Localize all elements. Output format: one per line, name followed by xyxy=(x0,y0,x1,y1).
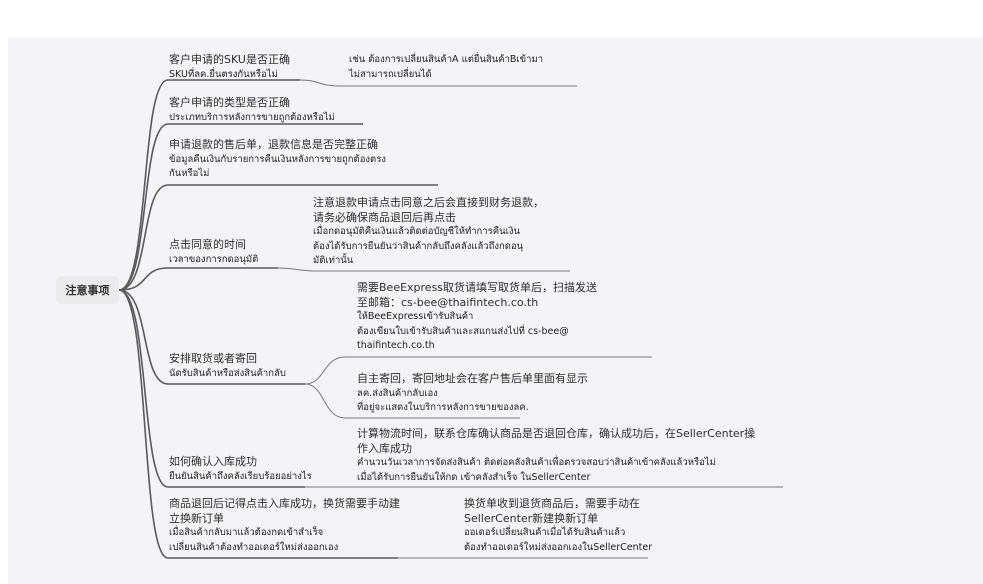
branch-connector xyxy=(118,289,398,559)
node-text-line: เมื่อกดอนุมัติคืนเงินแล้วติดต่อบัญชีให้ท… xyxy=(313,226,520,238)
child-node[interactable]: 自主寄回，寄回地址会在客户售后单里面有显示 ลค.ส่งสินค้ากลับเอง… xyxy=(357,372,588,416)
node-text-line: ให้BeeExpressเข้ารับสินค้า xyxy=(357,311,474,323)
node-text-line: เมื่อสินค้ากลับมาแล้วต้องกดเข้าสำเร็จ xyxy=(169,527,324,539)
node-text-line: 计算物流时间，联系仓库确认商品是否退回仓库，确认成功后，在SellerCente… xyxy=(357,427,756,440)
node-text-line: นัดรับสินค้าหรือส่งสินค้ากลับ xyxy=(169,367,286,379)
branch-connector xyxy=(118,123,363,291)
node-text-line: เช่น ต้องการเปลี่ยนสินค้าA แต่ยื่นสินค้า… xyxy=(349,54,544,65)
node-text-line: 点击同意的时间 xyxy=(169,238,246,251)
node-text-line: 注意退款申请点击同意之后会直接到财务退款， xyxy=(313,196,544,209)
node-text-line: ยืนยันสินค้าถึงคลังเรียบร้อยอย่างไร xyxy=(169,470,312,482)
node-text-line: 如何确认入库成功 xyxy=(169,455,257,468)
node-text-line: 申请退款的售后单，退款信息是否完整正确 xyxy=(169,138,378,151)
node-text-line: 客户申请的SKU是否正确 xyxy=(169,53,290,66)
child-connector xyxy=(304,383,520,419)
node-text-line: ประเภทบริการหลังการขายถูกต้องหรือไม่ xyxy=(169,111,335,123)
branch-node[interactable]: 点击同意的时间 เวลาของการกดอนุมัติ xyxy=(169,238,258,267)
branch-connector xyxy=(118,184,438,291)
branch-connector xyxy=(118,289,305,385)
node-text-line: เปลี่ยนสินค้าต้องทำออเดอร์ใหม่ส่งออกเอง xyxy=(169,541,339,553)
branch-node[interactable]: 如何确认入库成功 ยืนยันสินค้าถึงคลังเรียบร้อยอย่า… xyxy=(169,455,312,484)
child-connector xyxy=(299,79,577,87)
child-node[interactable]: เช่น ต้องการเปลี่ยนสินค้าA แต่ยื่นสินค้า… xyxy=(349,53,543,82)
branch-connector xyxy=(118,79,300,291)
node-text-line: SKUที่ลค.ยื่นตรงกันหรือไม่ xyxy=(169,68,278,80)
child-connector xyxy=(304,356,652,385)
node-text-line: ต้องทำออเดอร์ใหม่ส่งออกเองในSellerCenter xyxy=(464,541,653,553)
node-text-line: 商品退回后记得点击入库成功，换货需要手动建 xyxy=(169,497,400,510)
branch-node[interactable]: 客户申请的SKU是否正确 SKUที่ลค.ยื่นตรงกันหรือไม่ xyxy=(169,53,290,82)
node-text-line: 作入库成功 xyxy=(357,441,412,455)
node-text-line: 自主寄回，寄回地址会在客户售后单里面有显示 xyxy=(357,372,588,385)
branch-node[interactable]: 商品退回后记得点击入库成功，换货需要手动建立换新订单 เมื่อสินค้ากลั… xyxy=(169,497,400,555)
node-text-line: ข้อมูลคืนเงินกับรายการคืนเงินหลังการขายถ… xyxy=(169,153,386,165)
child-connector xyxy=(277,267,570,272)
node-text-line: เมื่อได้รับการยืนยันให้กด เข้าคลังสำเร็จ… xyxy=(357,471,591,483)
node-text-line: เวลาของการกดอนุมัติ xyxy=(169,253,259,265)
node-text-line: SellerCenter新建换新订单 xyxy=(464,511,599,525)
mindmap-canvas xyxy=(8,38,983,584)
node-text-line: 安排取货或者寄回 xyxy=(169,352,257,365)
branch-node[interactable]: 申请退款的售后单，退款信息是否完整正确 ข้อมูลคืนเงินกับรายกา… xyxy=(169,138,386,182)
node-text-line: 立换新订单 xyxy=(169,511,224,525)
node-text-line: คำนวนวันเวลาการจัดส่งสินค้า ติดต่อคลังสิ… xyxy=(357,457,716,469)
node-text-line: ไม่สามารถเปลี่ยนได้ xyxy=(349,68,432,80)
node-text-line: thaifintech.co.th xyxy=(357,340,435,352)
node-text-line: ที่อยู่จะแสดงในบริการหลังการขายของลค. xyxy=(357,402,529,414)
node-text-line: มัติเท่านั้น xyxy=(313,255,354,267)
branch-connector xyxy=(118,289,305,488)
root-label: 注意事项 xyxy=(65,284,110,297)
node-text-line: ต้องเขียนใบเข้ารับสินค้าและสแกนส่งไปที่ … xyxy=(357,325,569,337)
node-text-line: ต้องได้รับการยืนยันว่าสินค้ากลับถึงคลังแ… xyxy=(313,240,524,252)
child-node[interactable]: 注意退款申请点击同意之后会直接到财务退款，请务必确保商品退回后再点击 เมื่อก… xyxy=(313,196,544,269)
node-text-line: 请务必确保商品退回后再点击 xyxy=(313,210,456,224)
branch-connector xyxy=(118,267,278,291)
node-text-line: ลค.ส่งสินค้ากลับเอง xyxy=(357,387,438,399)
child-node[interactable]: 计算物流时间，联系仓库确认商品是否退回仓库，确认成功后，在SellerCente… xyxy=(357,427,755,485)
node-text-line: 需要BeeExpress取货请填写取货单后，扫描发送 xyxy=(357,281,598,294)
branch-node[interactable]: 客户申请的类型是否正确 ประเภทบริการหลังการขายถูกต้อง… xyxy=(169,96,335,125)
child-node[interactable]: 需要BeeExpress取货请填写取货单后，扫描发送至邮箱：cs-bee@tha… xyxy=(357,281,597,354)
branch-node[interactable]: 安排取货或者寄回 นัดรับสินค้าหรือส่งสินค้ากลับ xyxy=(169,352,286,381)
node-text-line: 换货单收到退货商品后，需要手动在 xyxy=(464,497,640,510)
node-text-line: 客户申请的类型是否正确 xyxy=(169,96,290,109)
node-text-line: กันหรือไม่ xyxy=(169,168,210,180)
node-text-line: 至邮箱：cs-bee@thaifintech.co.th xyxy=(357,295,539,309)
node-text-line: ออเดอร์เปลี่ยนสินค้าเมื่อได้รับสินค้าแล้… xyxy=(464,527,626,539)
root-node[interactable]: 注意事项 xyxy=(56,276,119,304)
